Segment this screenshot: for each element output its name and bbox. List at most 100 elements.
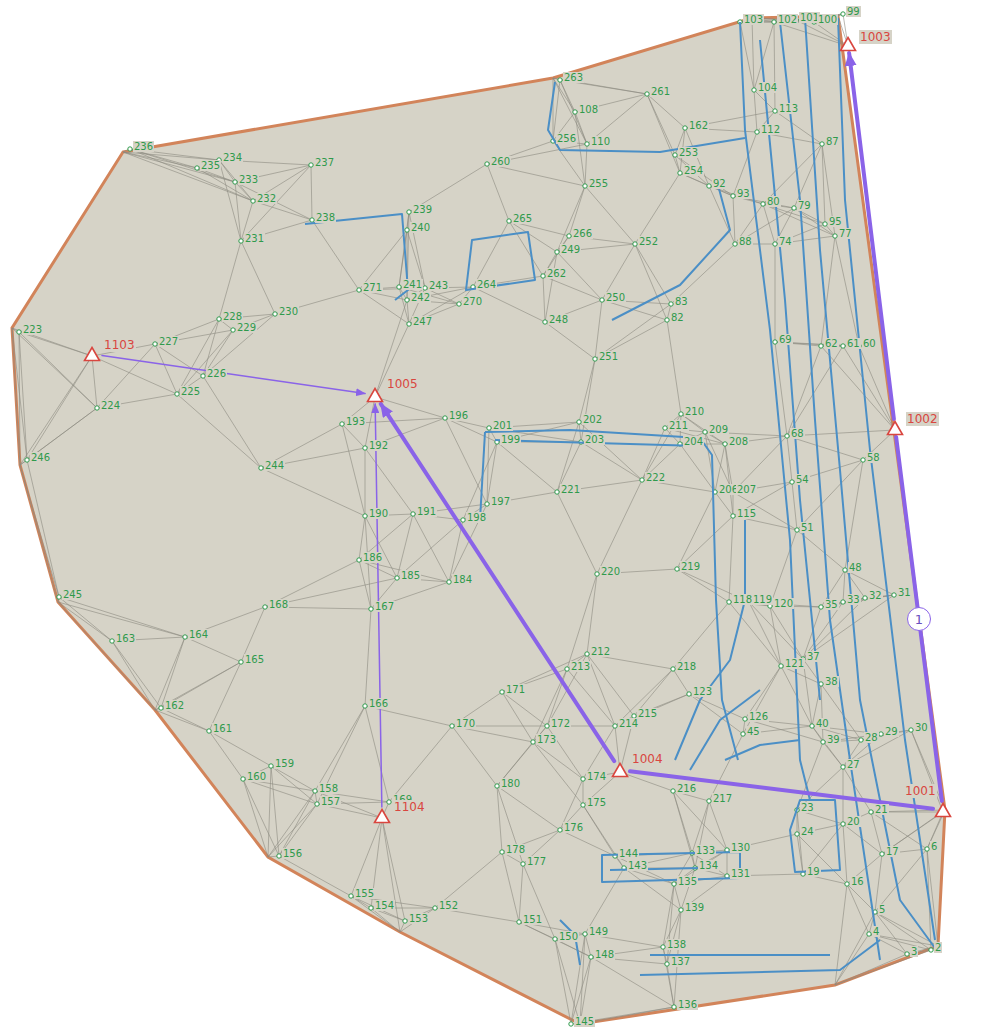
- mesh-edge: [155, 662, 241, 710]
- point-number: 87: [825, 136, 840, 147]
- survey-point: [233, 180, 237, 184]
- point-number: 137: [670, 956, 691, 967]
- point-number: 164: [188, 629, 209, 640]
- mesh-edge: [268, 766, 271, 857]
- survey-point: [773, 340, 777, 344]
- mesh-edge: [177, 394, 261, 468]
- point-number: 154: [374, 900, 395, 911]
- mesh-edge: [185, 637, 241, 662]
- mesh-edge: [359, 230, 407, 290]
- point-number: 191: [416, 506, 437, 517]
- survey-point: [277, 854, 281, 858]
- point-number: 238: [315, 212, 336, 223]
- mesh-edge: [692, 853, 727, 876]
- survey-point: [585, 652, 589, 656]
- survey-point: [17, 330, 21, 334]
- survey-point: [411, 512, 415, 516]
- mesh-edge: [497, 442, 557, 492]
- point-number: 248: [548, 314, 569, 325]
- mesh-edge: [397, 514, 413, 578]
- mesh-edge: [602, 300, 667, 320]
- mesh-edge: [812, 726, 843, 767]
- survey-point: [867, 932, 871, 936]
- point-number: 256: [556, 133, 577, 144]
- point-number: 247: [412, 316, 433, 327]
- breakline: [790, 800, 840, 872]
- survey-point: [500, 690, 504, 694]
- survey-point: [259, 466, 263, 470]
- survey-point: [859, 738, 863, 742]
- mesh-edge: [12, 328, 27, 460]
- traverse-line: [381, 404, 614, 761]
- mesh-edge: [680, 173, 733, 196]
- point-number: 221: [560, 484, 581, 495]
- mesh-edge: [342, 424, 365, 516]
- mesh-edge: [155, 710, 209, 731]
- survey-point: [241, 777, 245, 781]
- point-number: 99: [846, 6, 861, 17]
- point-number: 135: [677, 876, 698, 887]
- point-number: 38: [824, 676, 839, 687]
- survey-point: [731, 514, 735, 518]
- mesh-edge: [177, 319, 219, 394]
- breakline: [548, 82, 745, 152]
- survey-point: [450, 724, 454, 728]
- control-point: 1103: [83, 346, 101, 362]
- mesh-edge: [365, 516, 397, 578]
- survey-point: [741, 732, 745, 736]
- survey-point: [683, 126, 687, 130]
- mesh-edge: [587, 654, 634, 716]
- mesh-edge: [19, 332, 27, 460]
- point-number: 264: [476, 279, 497, 290]
- point-number: 193: [345, 416, 366, 427]
- survey-point: [665, 318, 669, 322]
- point-number: 123: [692, 686, 713, 697]
- mesh-edge: [243, 779, 317, 804]
- mesh-edge: [787, 436, 792, 482]
- survey-point: [863, 596, 867, 600]
- mesh-edge: [241, 241, 275, 314]
- survey-point: [517, 920, 521, 924]
- point-number: 92: [712, 178, 727, 189]
- mesh-edge: [647, 94, 680, 173]
- point-number: 2: [934, 942, 942, 953]
- mesh-edge: [587, 654, 615, 726]
- point-number: 203: [584, 434, 605, 445]
- breakline: [725, 740, 800, 760]
- point-number: 209: [708, 424, 729, 435]
- point-number: 175: [586, 797, 607, 808]
- mesh-edge: [365, 706, 389, 802]
- survey-point: [407, 322, 411, 326]
- control-point-name: 1002: [906, 412, 939, 426]
- mesh-edge: [235, 182, 312, 220]
- mesh-edge: [112, 641, 155, 710]
- point-number: 233: [238, 174, 259, 185]
- survey-point: [671, 789, 675, 793]
- point-number: 224: [100, 400, 121, 411]
- mesh-edge: [161, 708, 209, 731]
- survey-point: [577, 420, 581, 424]
- survey-point: [531, 740, 535, 744]
- mesh-edge: [279, 856, 351, 896]
- point-number: 186: [362, 552, 383, 563]
- survey-point: [541, 274, 545, 278]
- point-number: 198: [466, 512, 487, 523]
- point-number: 68: [790, 428, 805, 439]
- point-number: 74: [778, 236, 793, 247]
- mesh-edge: [763, 204, 825, 224]
- mesh-edge: [502, 852, 519, 922]
- survey-point: [675, 567, 679, 571]
- survey-point: [687, 692, 691, 696]
- point-number: 27: [846, 759, 861, 770]
- mesh-edge: [519, 922, 591, 957]
- mesh-edge: [733, 196, 735, 244]
- survey-point: [95, 406, 99, 410]
- mesh-edge: [209, 731, 271, 766]
- mesh-edge: [835, 236, 859, 346]
- mesh-edge: [203, 314, 275, 376]
- point-number: 139: [684, 902, 705, 913]
- survey-point: [407, 210, 411, 214]
- mesh-edge: [487, 442, 497, 504]
- mesh-edge: [20, 465, 58, 602]
